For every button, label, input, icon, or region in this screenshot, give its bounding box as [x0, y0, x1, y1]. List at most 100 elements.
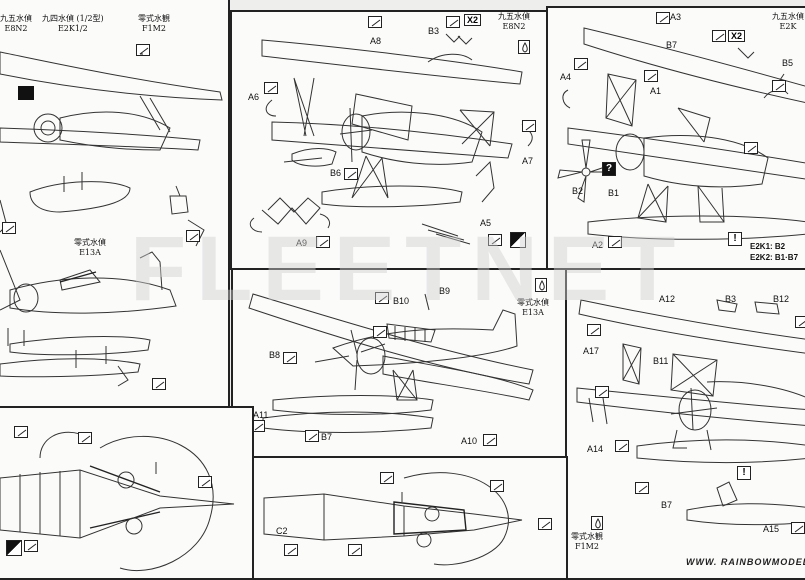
decal-icon	[446, 16, 460, 28]
part-label: B2	[572, 186, 584, 196]
f1m2-biplane-drawing	[576, 299, 805, 526]
decal-icon	[373, 326, 387, 338]
decal-icon	[587, 324, 601, 336]
decal-icon	[344, 168, 358, 180]
decal-icon	[490, 480, 504, 492]
decal-icon	[186, 230, 200, 242]
decal-icon	[615, 440, 629, 452]
part-label: A7	[522, 156, 534, 166]
decal-icon	[375, 292, 389, 304]
part-label: C2	[276, 526, 288, 536]
decal-icon	[791, 522, 805, 534]
panel-fuselage-middle: C2	[252, 456, 568, 580]
decal-icon	[483, 434, 497, 446]
part-label: A1	[650, 86, 662, 96]
note-icon: ?	[602, 162, 616, 176]
part-label: B11	[653, 356, 669, 366]
warning-icon: !	[728, 232, 742, 246]
part-label: A10	[461, 436, 478, 446]
decal-icon	[152, 378, 166, 390]
decal-icon	[744, 142, 758, 154]
part-label: A15	[763, 524, 780, 534]
decal-icon	[24, 540, 38, 552]
part-label: B3	[428, 26, 440, 36]
part-label: A17	[583, 346, 600, 356]
part-label: A8	[370, 36, 382, 46]
variant-note: E2K2: B1·B7	[750, 253, 799, 262]
biplane-overview-drawing	[0, 51, 223, 387]
part-label: B5	[782, 58, 794, 68]
part-label: B1	[608, 188, 620, 198]
part-label: A12	[659, 294, 676, 304]
decal-icon	[251, 420, 265, 432]
decal-icon	[522, 120, 536, 132]
decal-icon	[574, 58, 588, 70]
paint-drop-icon	[535, 278, 547, 292]
decal-icon	[14, 426, 28, 438]
part-label: B3	[725, 294, 737, 304]
decal-icon	[284, 544, 298, 556]
e8n2-biplane-drawing	[249, 33, 533, 245]
flag-icon	[18, 86, 34, 100]
paint-drop-icon	[591, 516, 603, 530]
decal-icon	[608, 236, 622, 248]
e2k-biplane-drawing	[557, 27, 805, 240]
part-label: B7	[666, 40, 678, 50]
decal-icon	[198, 476, 212, 488]
part-label: A3	[670, 12, 682, 22]
e13a-floatplane-drawing	[248, 293, 534, 433]
quantity-badge: X2	[728, 30, 746, 42]
part-label: B8	[269, 350, 281, 360]
decal-icon	[78, 432, 92, 444]
decal-icon	[712, 30, 726, 42]
part-label: A6	[248, 92, 260, 102]
decal-icon	[644, 70, 658, 82]
decal-icon	[772, 80, 786, 92]
fuselage-frame-drawing	[0, 431, 235, 572]
fuselage-frame-drawing	[263, 472, 523, 566]
part-label: A9	[296, 238, 308, 248]
part-label: A2	[592, 240, 604, 250]
part-label: B7	[321, 432, 333, 442]
part-label: B12	[773, 294, 790, 304]
decal-icon	[2, 222, 16, 234]
decal-icon	[316, 236, 330, 248]
decal-icon	[795, 316, 805, 328]
part-label: A5	[480, 218, 492, 228]
decal-icon	[635, 482, 649, 494]
part-label: B7	[661, 500, 673, 510]
decal-icon	[538, 518, 552, 530]
decal-icon	[656, 12, 670, 24]
part-label: A14	[587, 444, 604, 454]
panel-fuselage-left	[0, 406, 254, 580]
warning-icon: !	[737, 466, 751, 480]
decal-icon	[283, 352, 297, 364]
decal-icon	[488, 234, 502, 246]
part-label: A4	[560, 72, 572, 82]
variant-note: E2K1: B2	[750, 242, 786, 251]
part-label: A11	[253, 410, 269, 420]
decal-icon	[348, 544, 362, 556]
paint-drop-icon	[518, 40, 530, 54]
decal-icon	[595, 386, 609, 398]
decal-icon	[305, 430, 319, 442]
halftone-icon	[6, 540, 22, 556]
decal-icon	[368, 16, 382, 28]
decal-icon	[380, 472, 394, 484]
part-label: B9	[439, 286, 451, 296]
footer-url: WWW. RAINBOWMODEL.	[686, 557, 805, 567]
aircraft-name-e2k: 九四水偵 (1/2型)E2K1/2	[42, 14, 104, 33]
decal-icon	[264, 82, 278, 94]
